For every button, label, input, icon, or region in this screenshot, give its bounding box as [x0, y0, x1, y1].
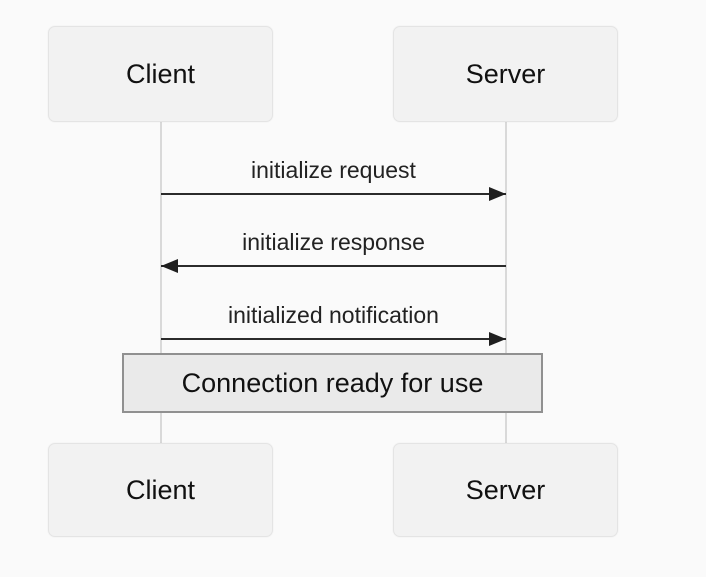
actor-box-server-top: Server	[393, 26, 618, 122]
note-label: Connection ready for use	[181, 367, 484, 398]
actor-box-server-bottom: Server	[393, 443, 618, 537]
actor-label-client: Client	[125, 58, 196, 89]
actor-label-client: Client	[125, 474, 196, 505]
message-label: initialize response	[242, 229, 425, 255]
arrowhead-right-icon	[489, 332, 506, 346]
actor-box-client-bottom: Client	[48, 443, 273, 537]
message-arrow-line	[161, 193, 506, 195]
actor-box-client-top: Client	[48, 26, 273, 122]
message-label: initialized notification	[228, 302, 439, 328]
lifeline-client	[160, 122, 162, 443]
arrowhead-right-icon	[489, 187, 506, 201]
message-label: initialize request	[251, 157, 416, 183]
actor-label-server: Server	[465, 474, 546, 505]
message-arrow-line	[161, 265, 506, 267]
actor-label-server: Server	[465, 58, 546, 89]
message-arrow-line	[161, 338, 506, 340]
lifeline-server	[505, 122, 507, 443]
note-box: Connection ready for use	[122, 353, 543, 413]
arrowhead-left-icon	[161, 259, 178, 273]
